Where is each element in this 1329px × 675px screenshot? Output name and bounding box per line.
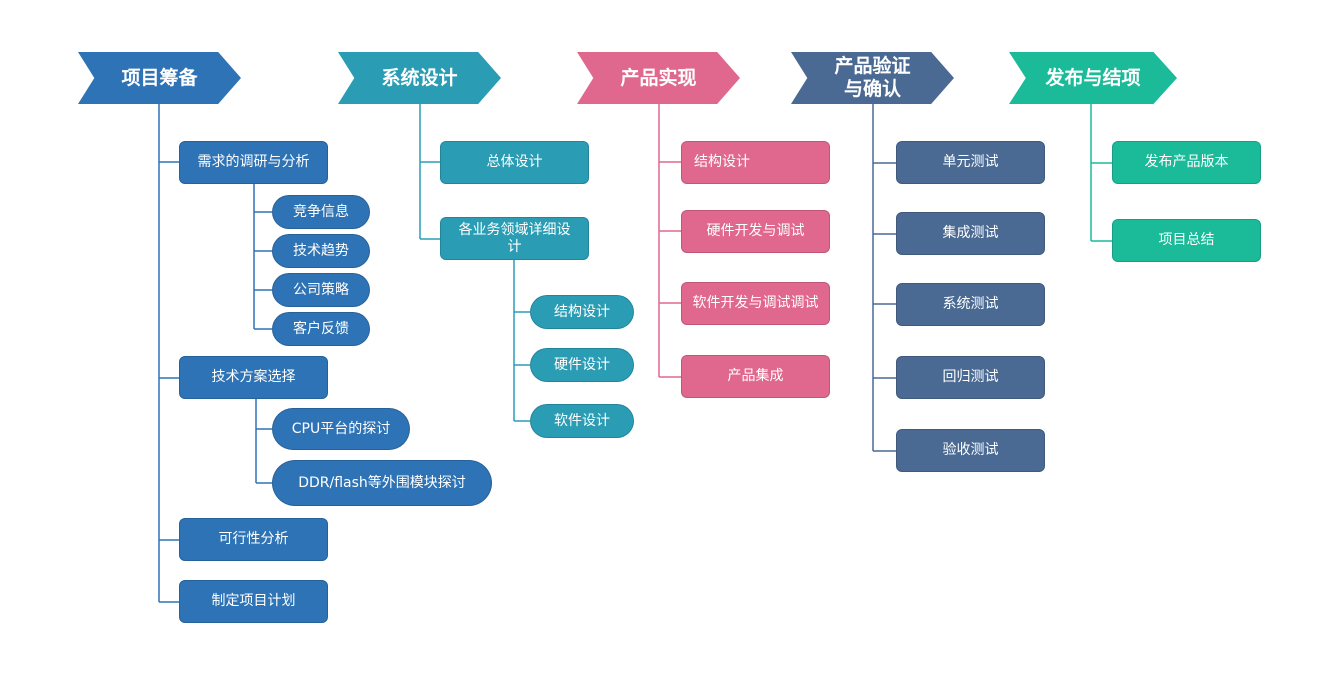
planning-item-feasibility: 可行性分析: [179, 518, 328, 561]
implement-item-structure: 结构设计: [681, 141, 830, 184]
design-item-overall: 总体设计: [440, 141, 589, 184]
verify-item-system-test: 系统测试: [896, 283, 1045, 326]
tech-sub-peripheral-modules: DDR/flash等外围模块探讨: [272, 460, 492, 506]
tech-sub-cpu-platform: CPU平台的探讨: [272, 408, 410, 450]
verify-item-acceptance-test: 验收测试: [896, 429, 1045, 472]
phase-title: 产品实现: [620, 66, 697, 89]
release-item-publish-version: 发布产品版本: [1112, 141, 1261, 184]
research-sub-tech-trend: 技术趋势: [272, 234, 370, 268]
implement-item-hardware: 硬件开发与调试: [681, 210, 830, 253]
release-item-project-summary: 项目总结: [1112, 219, 1261, 262]
research-sub-customer-feedback: 客户反馈: [272, 312, 370, 346]
phase-header-verify: 产品验证与确认: [791, 52, 954, 104]
implement-item-software: 软件开发与调试调试: [681, 282, 830, 325]
phase-header-planning: 项目筹备: [78, 52, 241, 104]
phase-title: 产品验证与确认: [834, 55, 911, 100]
phase-header-design: 系统设计: [338, 52, 501, 104]
implement-item-integration: 产品集成: [681, 355, 830, 398]
phase-title: 发布与结项: [1045, 66, 1141, 89]
phase-header-release: 发布与结项: [1009, 52, 1177, 104]
planning-item-research: 需求的调研与分析: [179, 141, 328, 184]
verify-item-regression-test: 回归测试: [896, 356, 1045, 399]
phase-header-implement: 产品实现: [577, 52, 740, 104]
phase-title: 系统设计: [381, 66, 458, 89]
detail-sub-structure: 结构设计: [530, 295, 634, 329]
detail-sub-software: 软件设计: [530, 404, 634, 438]
planning-item-project-plan: 制定项目计划: [179, 580, 328, 623]
research-sub-company-strategy: 公司策略: [272, 273, 370, 307]
design-item-detailed: 各业务领域详细设计: [440, 217, 589, 260]
planning-item-tech-solution: 技术方案选择: [179, 356, 328, 399]
verify-item-unit-test: 单元测试: [896, 141, 1045, 184]
detail-sub-hardware: 硬件设计: [530, 348, 634, 382]
verify-item-integration-test: 集成测试: [896, 212, 1045, 255]
research-sub-competition: 竞争信息: [272, 195, 370, 229]
phase-title: 项目筹备: [121, 66, 198, 89]
